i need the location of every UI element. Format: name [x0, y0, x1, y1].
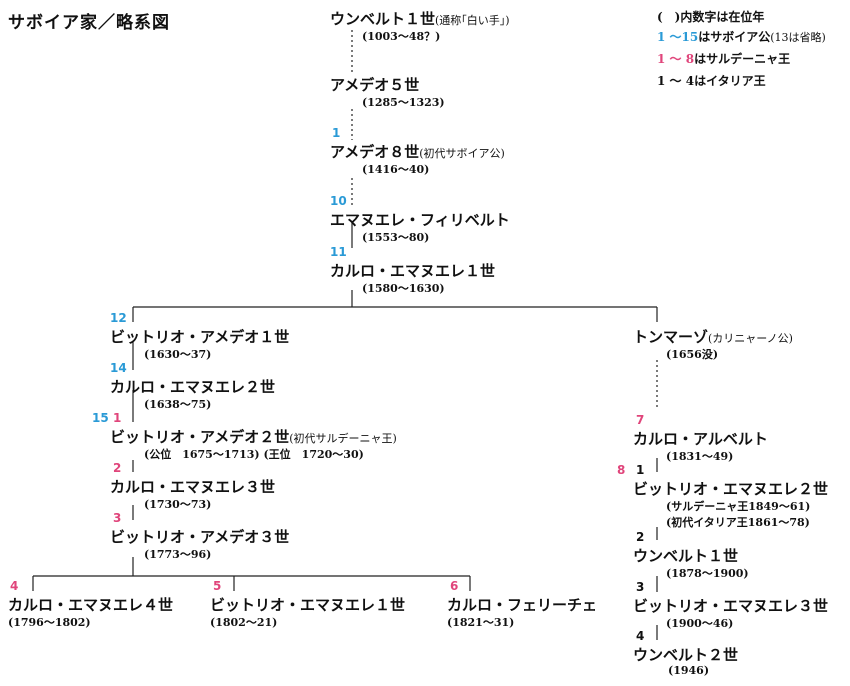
person-vittorio-emanuele2: ビットリオ・エマヌエレ２世 — [633, 480, 829, 498]
legend-duke-range: 1 ～15 — [657, 30, 699, 44]
duke-number: 10 — [330, 194, 347, 208]
person-umberto1: ウンベルト１世(通称｢白い手｣) — [330, 8, 510, 29]
person-carlo-emanuele2: カルロ・エマヌエレ２世 — [110, 378, 276, 396]
italy-king-number: 4 — [636, 629, 645, 643]
person-note: (初代サボイア公) — [419, 147, 505, 160]
person-years: (1416～40) — [362, 163, 430, 176]
person-years: (1821～31) — [447, 616, 515, 629]
duke-number: 12 — [110, 311, 127, 325]
person-carlo-emanuele3: カルロ・エマヌエレ３世 — [110, 478, 276, 496]
person-years: (1285～1323) — [362, 96, 445, 109]
legend-line-2: 1 ～15はサボイア公(13は省略) — [657, 28, 826, 45]
italy-king-number: 3 — [636, 580, 645, 594]
king-number: 8 — [617, 463, 626, 477]
king-number: 6 — [450, 579, 459, 593]
king-number: 5 — [213, 579, 222, 593]
duke-number: 14 — [110, 361, 127, 375]
person-years: (1796～1802) — [8, 616, 91, 629]
person-vittorio-amedeo3: ビットリオ・アメデオ３世 — [110, 528, 290, 546]
person-years: (1730～73) — [144, 498, 212, 511]
page-title: サボイア家／略系図 — [8, 13, 170, 33]
legend-italy-text: はイタリア王 — [694, 74, 766, 88]
person-umberto2: ウンベルト２世 — [633, 646, 739, 664]
italy-king-number: 2 — [636, 530, 645, 544]
person-years: (サルデーニャ王1849～61) — [666, 500, 811, 513]
king-number: 7 — [636, 413, 645, 427]
legend-italy-range: 1 ～ 4 — [657, 74, 695, 88]
person-vittorio-amedeo1: ビットリオ・アメデオ１世 — [110, 328, 290, 346]
legend-line-1: ( )内数字は在位年 — [657, 10, 765, 24]
person-years: (1878～1900) — [666, 567, 749, 580]
person-years: (1656没) — [666, 348, 719, 361]
king-number: 2 — [113, 461, 122, 475]
legend-line-4: 1 ～ 4はイタリア王 — [657, 72, 766, 89]
person-tommaso: トンマーゾ(カリニャーノ公) — [633, 326, 793, 347]
person-emanuele-filiberto: エマヌエレ・フィリベルト — [330, 211, 510, 229]
person-years: (1831～49) — [666, 450, 734, 463]
person-name: ビットリオ・アメデオ２世 — [110, 428, 290, 446]
person-vittorio-emanuele3: ビットリオ・エマヌエレ３世 — [633, 597, 829, 615]
person-name: ウンベルト１世 — [330, 10, 436, 28]
person-years: (1638～75) — [144, 398, 212, 411]
person-umberto1-italy: ウンベルト１世 — [633, 547, 739, 565]
person-amedeo8: アメデオ８世(初代サボイア公) — [330, 141, 505, 162]
person-years: (1580～1630) — [362, 282, 445, 295]
legend-king-range: 1 ～ 8 — [657, 52, 695, 66]
person-carlo-felice: カルロ・フェリーチェ — [447, 596, 598, 614]
legend-line-3: 1 ～ 8はサルデーニャ王 — [657, 50, 790, 67]
person-years: (初代イタリア王1861～78) — [666, 516, 810, 529]
person-note: (カリニャーノ公) — [708, 332, 793, 345]
legend-king-text: はサルデーニャ王 — [694, 52, 791, 66]
person-years: (1773～96) — [144, 548, 212, 561]
person-carlo-emanuele1: カルロ・エマヌエレ１世 — [330, 262, 496, 280]
duke-number: 15 — [92, 411, 109, 425]
person-carlo-alberto: カルロ・アルベルト — [633, 430, 768, 448]
person-vittorio-amedeo2: ビットリオ・アメデオ２世(初代サルデーニャ王) — [110, 426, 397, 447]
king-number: 3 — [113, 511, 122, 525]
person-name: トンマーゾ — [633, 328, 709, 346]
person-note: (初代サルデーニャ王) — [289, 432, 397, 445]
duke-number: 1 — [332, 126, 341, 140]
italy-king-number: 1 — [636, 463, 645, 477]
person-years: (1900～46) — [666, 617, 734, 630]
person-years: (1003～48？) — [362, 30, 441, 43]
person-years: (1630～37) — [144, 348, 212, 361]
person-years: (1946) — [668, 664, 710, 677]
person-note: (通称｢白い手｣) — [435, 14, 510, 27]
king-number: 1 — [113, 411, 122, 425]
king-number: 4 — [10, 579, 19, 593]
person-carlo-emanuele4: カルロ・エマヌエレ４世 — [8, 596, 174, 614]
person-vittorio-emanuele1: ビットリオ・エマヌエレ１世 — [210, 596, 406, 614]
legend-duke-note: (13は省略) — [770, 31, 826, 44]
person-name: アメデオ８世 — [330, 143, 420, 161]
person-years: (公位 1675～1713) (王位 1720～30) — [144, 448, 364, 461]
person-years: (1553～80) — [362, 231, 430, 244]
duke-number: 11 — [330, 245, 347, 259]
legend-duke-text: はサボイア公 — [698, 30, 771, 44]
person-years: (1802～21) — [210, 616, 278, 629]
person-amedeo5: アメデオ５世 — [330, 76, 420, 94]
